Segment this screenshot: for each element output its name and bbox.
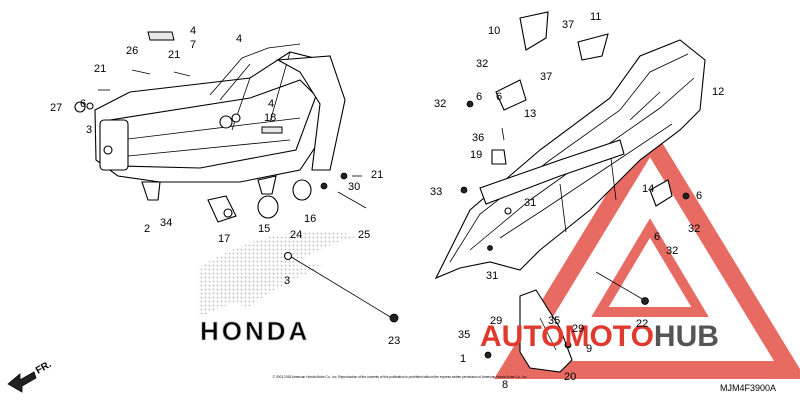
callout-6: 6 [696, 190, 702, 202]
callout-21: 21 [94, 63, 106, 75]
callout-10: 10 [488, 25, 500, 37]
copyright-text: © 2003-2018 American Honda Motor Co., In… [273, 375, 528, 379]
callout-27: 27 [50, 102, 62, 114]
wordmark-prefix: AUT [480, 320, 541, 353]
wordmark-suffix: HUB [654, 320, 719, 353]
callout-36: 36 [472, 132, 484, 144]
callout-24: 24 [290, 229, 302, 241]
diagram-code: MJM4F3900A [720, 383, 776, 393]
callout-7: 7 [190, 39, 196, 51]
callout-32: 32 [476, 58, 488, 70]
callout-26: 26 [126, 45, 138, 57]
honda-watermark-text: HONDA [200, 316, 310, 346]
callout-32: 32 [688, 223, 700, 235]
callout-8: 8 [502, 379, 508, 391]
callout-6: 6 [80, 98, 86, 110]
rear-subframe-assembly [434, 11, 706, 373]
callout-19: 19 [470, 149, 482, 161]
callout-3: 3 [284, 275, 290, 287]
front-direction-arrow: FR. [7, 359, 54, 393]
automotohub-wordmark: AUTOMOTOHUB [480, 320, 719, 353]
callout-32: 32 [666, 245, 678, 257]
callout-6: 6 [476, 91, 482, 103]
callout-4: 4 [268, 98, 274, 110]
callout-21: 21 [371, 169, 383, 181]
callout-6: 6 [496, 91, 502, 103]
wordmark-mid: OMOTO [541, 320, 654, 353]
callout-35: 35 [458, 329, 470, 341]
callout-1: 1 [460, 353, 466, 365]
callout-3: 3 [86, 124, 92, 136]
callout-22: 22 [636, 318, 648, 330]
callout-29: 29 [490, 315, 502, 327]
callout-31: 31 [524, 197, 536, 209]
callout-16: 16 [304, 213, 316, 225]
callout-15: 15 [258, 223, 270, 235]
front-direction-label: FR. [34, 359, 54, 377]
callout-4: 4 [190, 25, 196, 37]
callout-31: 31 [486, 270, 498, 282]
callout-14: 14 [642, 183, 654, 195]
callout-9: 9 [586, 343, 592, 355]
callout-4: 4 [236, 33, 242, 45]
callout-35: 35 [548, 315, 560, 327]
callout-20: 20 [564, 371, 576, 383]
callout-12: 12 [712, 86, 724, 98]
callout-13: 13 [524, 108, 536, 120]
callout-11: 11 [590, 11, 601, 23]
callout-34: 34 [160, 217, 172, 229]
callout-32: 32 [434, 98, 446, 110]
callout-37: 37 [562, 19, 574, 31]
callout-17: 17 [218, 233, 230, 245]
callout-29: 29 [572, 323, 584, 335]
callout-25: 25 [358, 229, 370, 241]
callout-2: 2 [144, 223, 150, 235]
main-frame-assembly [74, 31, 399, 323]
callout-18: 18 [264, 112, 276, 124]
callout-21: 21 [168, 49, 180, 61]
callout-30: 30 [348, 181, 360, 193]
honda-wing-watermark: HONDA [198, 231, 360, 346]
automotohub-watermark [493, 122, 800, 379]
svg-text:AUTOMOTOHUB: AUTOMOTOHUB [480, 320, 719, 353]
callout-23: 23 [388, 335, 400, 347]
callout-33: 33 [430, 186, 442, 198]
callout-37: 37 [540, 71, 552, 83]
callout-6: 6 [654, 231, 660, 243]
